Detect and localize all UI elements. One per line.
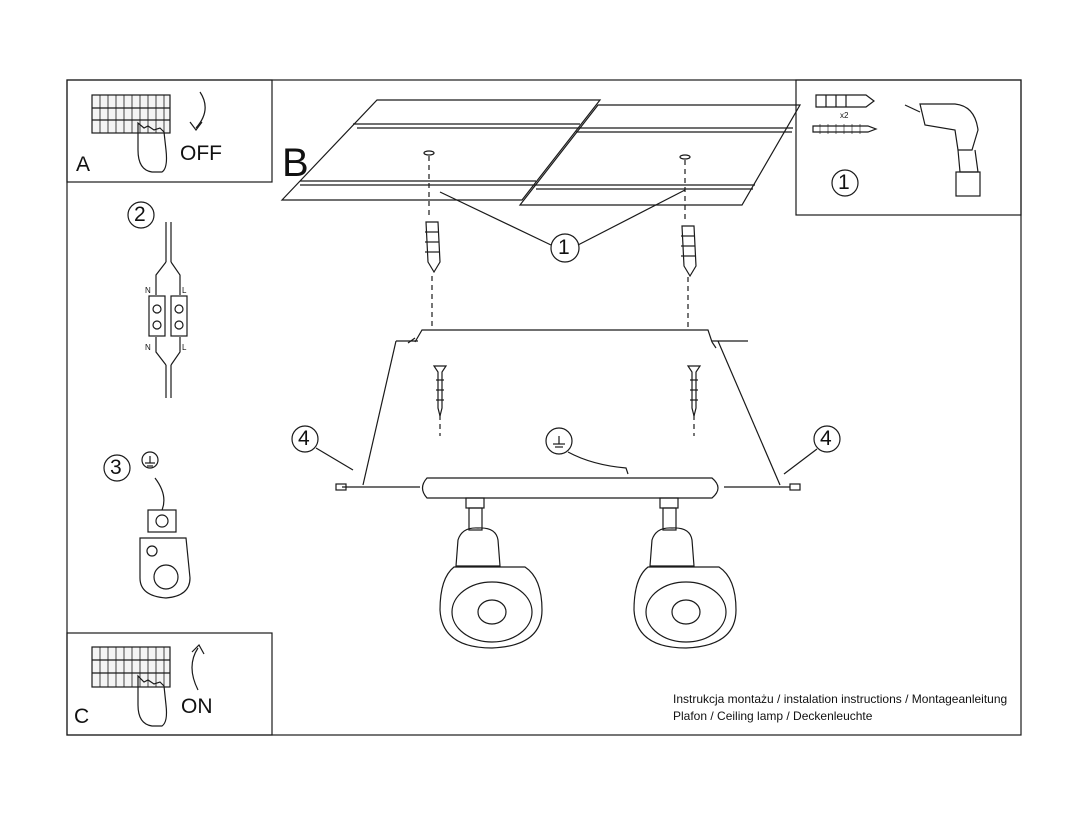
callout-4-right-number: 4 [820, 427, 832, 450]
wall-plugs [425, 221, 697, 278]
lamp-base [335, 451, 801, 499]
panel-a-box [66, 79, 273, 183]
anchors-quantity: x2 [840, 111, 849, 120]
step-3-number: 3 [110, 456, 122, 479]
step-2-number: 2 [134, 203, 146, 226]
panel-a-letter: A [76, 153, 91, 176]
tools-step-1-number: 1 [838, 171, 850, 194]
spot-lamp-right [633, 497, 737, 649]
ceiling-panels [280, 99, 802, 206]
tools-box [795, 79, 1022, 216]
wiring-connector-drawing [127, 201, 188, 398]
panel-a-off-label: OFF [180, 142, 222, 165]
outer-frame [66, 79, 1022, 736]
terminal-n-top: N [145, 286, 151, 295]
footer-line-1: Instrukcja montażu / instalation instruc… [673, 692, 1008, 706]
mounting-screws [432, 365, 702, 417]
callout-lines-4 [291, 425, 841, 475]
terminal-l-bottom: L [182, 343, 187, 352]
terminal-n-bottom: N [145, 343, 151, 352]
mounting-bracket [362, 329, 781, 486]
earth-terminal-drawing [103, 451, 191, 599]
panel-c-on-label: ON [181, 695, 213, 718]
footer-line-2: Plafon / Ceiling lamp / Deckenleuchte [673, 709, 873, 723]
callout-4-left-number: 4 [298, 427, 310, 450]
drill-guide-lines [428, 156, 695, 436]
panel-c-box [66, 632, 273, 736]
panel-c-letter: C [74, 705, 90, 728]
terminal-l-top: L [182, 286, 187, 295]
spot-lamp-left [439, 497, 543, 649]
callout-1-number: 1 [558, 236, 570, 259]
panel-b-letter: B [282, 141, 309, 185]
callout-lines-1 [439, 189, 686, 263]
